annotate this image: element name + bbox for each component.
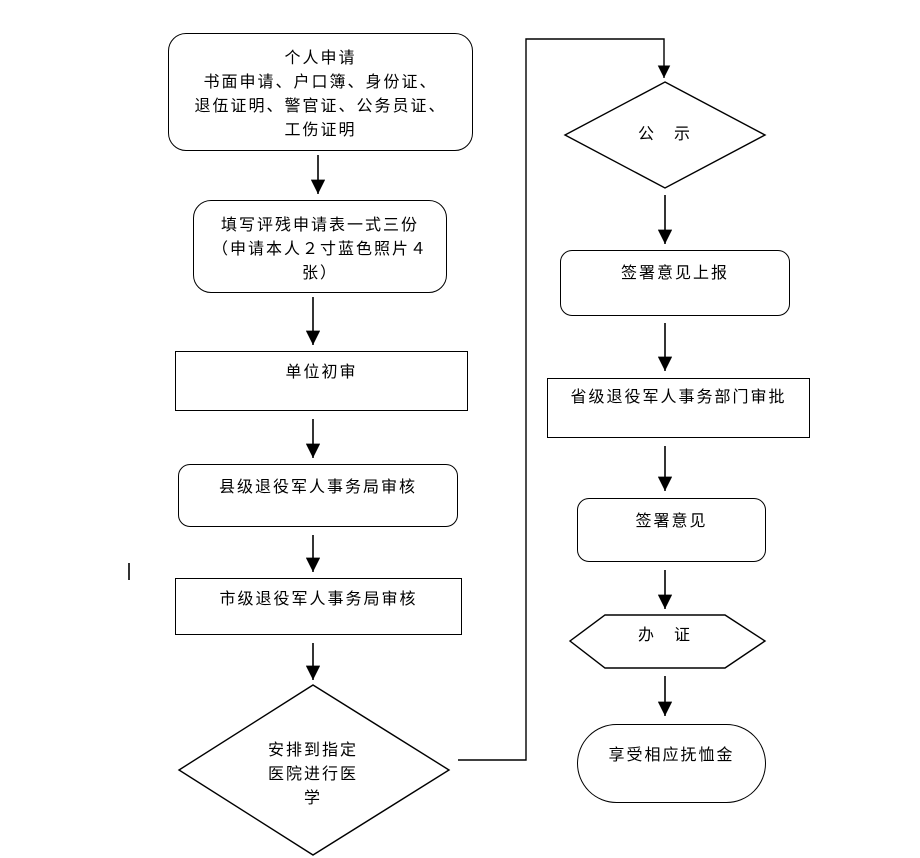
node-sign-opinion-line-1: 签署意见 xyxy=(635,511,708,530)
node-fill-form-line-3: 张） xyxy=(301,263,338,282)
node-city-review: 市级退役军人事务局审核 xyxy=(175,578,462,635)
node-city-review-line-1: 市级退役军人事务局审核 xyxy=(219,589,418,608)
node-sign-opinion: 签署意见 xyxy=(577,498,766,562)
node-personal-application-line-1: 个人申请 xyxy=(284,48,357,67)
node-pension: 享受相应抚恤金 xyxy=(577,724,766,803)
node-county-review-line-1: 县级退役军人事务局审核 xyxy=(218,477,417,496)
node-personal-application-line-4: 工伤证明 xyxy=(284,120,357,139)
node-personal-application: 个人申请 书面申请、户口簿、身份证、 退伍证明、警官证、公务员证、 工伤证明 xyxy=(168,33,473,151)
node-county-review: 县级退役军人事务局审核 xyxy=(178,464,458,527)
node-personal-application-line-3: 退伍证明、警官证、公务员证、 xyxy=(194,96,447,115)
node-fill-form-line-2: （申请本人２寸蓝色照片４ xyxy=(211,239,428,258)
node-fill-form: 填写评残申请表一式三份 （申请本人２寸蓝色照片４ 张） xyxy=(193,200,447,293)
node-certificate-text: 办 证 xyxy=(610,623,720,647)
node-province-approval: 省级退役军人事务部门审批 xyxy=(547,378,810,438)
node-medical-line-2: 医院进行医 xyxy=(267,764,358,783)
node-sign-report-line-1: 签署意见上报 xyxy=(620,263,729,282)
node-certificate-line-1: 办 证 xyxy=(637,625,692,644)
node-fill-form-line-1: 填写评残申请表一式三份 xyxy=(220,215,419,234)
node-unit-review-line-1: 单位初审 xyxy=(285,362,358,381)
node-publicity-text: 公 示 xyxy=(610,122,720,146)
node-province-approval-line-1: 省级退役军人事务部门审批 xyxy=(570,387,787,406)
node-publicity-line-1: 公 示 xyxy=(637,124,692,143)
node-personal-application-line-2: 书面申请、户口簿、身份证、 xyxy=(203,72,438,91)
node-sign-report: 签署意见上报 xyxy=(560,250,790,316)
node-medical-line-1: 安排到指定 xyxy=(267,740,358,759)
node-medical-text: 安排到指定 医院进行医 学 xyxy=(243,738,383,810)
node-medical-line-3: 学 xyxy=(303,788,322,807)
node-unit-review: 单位初审 xyxy=(175,351,468,411)
node-pension-line-1: 享受相应抚恤金 xyxy=(608,745,735,764)
